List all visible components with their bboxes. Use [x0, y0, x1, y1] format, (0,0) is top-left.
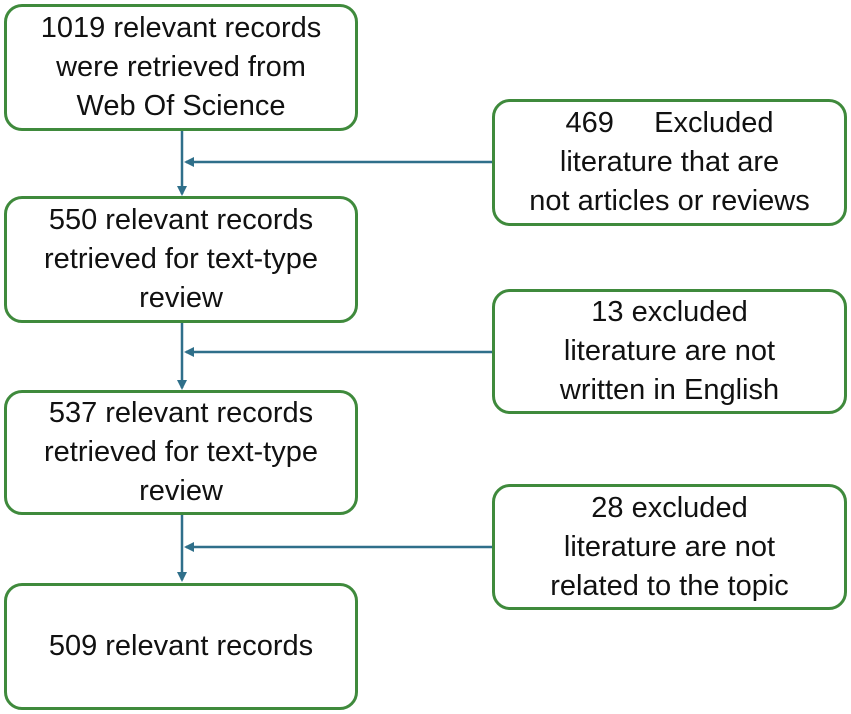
step-box-line: 1019 relevant records — [40, 12, 322, 44]
step-box-retrieved: 1019 relevant records were retrieved fro… — [4, 4, 358, 131]
exclusion-box-topic: 28 excluded literature are not related t… — [492, 484, 847, 610]
exclusion-box-line: related to the topic — [550, 569, 789, 602]
exclusion-box-line: not articles or reviews — [529, 185, 810, 217]
exclusion-box-line: 28 excluded — [591, 491, 748, 524]
step-box-line: Web Of Science — [76, 90, 286, 122]
exclusion-box-line: 13 excluded — [591, 296, 748, 328]
step-box-line: retrieved for text-type — [44, 436, 318, 468]
step-box-line: 550 relevant records — [48, 204, 314, 236]
exclusion-box-line: literature that are — [559, 146, 780, 178]
step-box-after-type-filter: 550 relevant records retrieved for text-… — [4, 196, 358, 323]
exclusion-box-type: 469 Excluded literature that are not art… — [492, 99, 847, 226]
exclusion-box-line: literature are not — [563, 335, 776, 367]
exclusion-box-line: written in English — [559, 374, 780, 406]
step-box-line: 509 relevant records — [48, 630, 314, 662]
step-box-final: 509 relevant records — [4, 583, 358, 710]
step-box-line: review — [139, 475, 223, 507]
step-box-after-language-filter: 537 relevant records retrieved for text-… — [4, 390, 358, 515]
exclusion-box-line: literature are not — [563, 530, 776, 563]
exclusion-box-line: 469 Excluded — [565, 107, 774, 139]
step-box-line: retrieved for text-type — [44, 243, 318, 275]
exclusion-box-language: 13 excluded literature are not written i… — [492, 289, 847, 414]
step-box-line: 537 relevant records — [48, 397, 314, 429]
step-box-line: review — [139, 282, 223, 314]
step-box-line: were retrieved from — [56, 51, 306, 83]
